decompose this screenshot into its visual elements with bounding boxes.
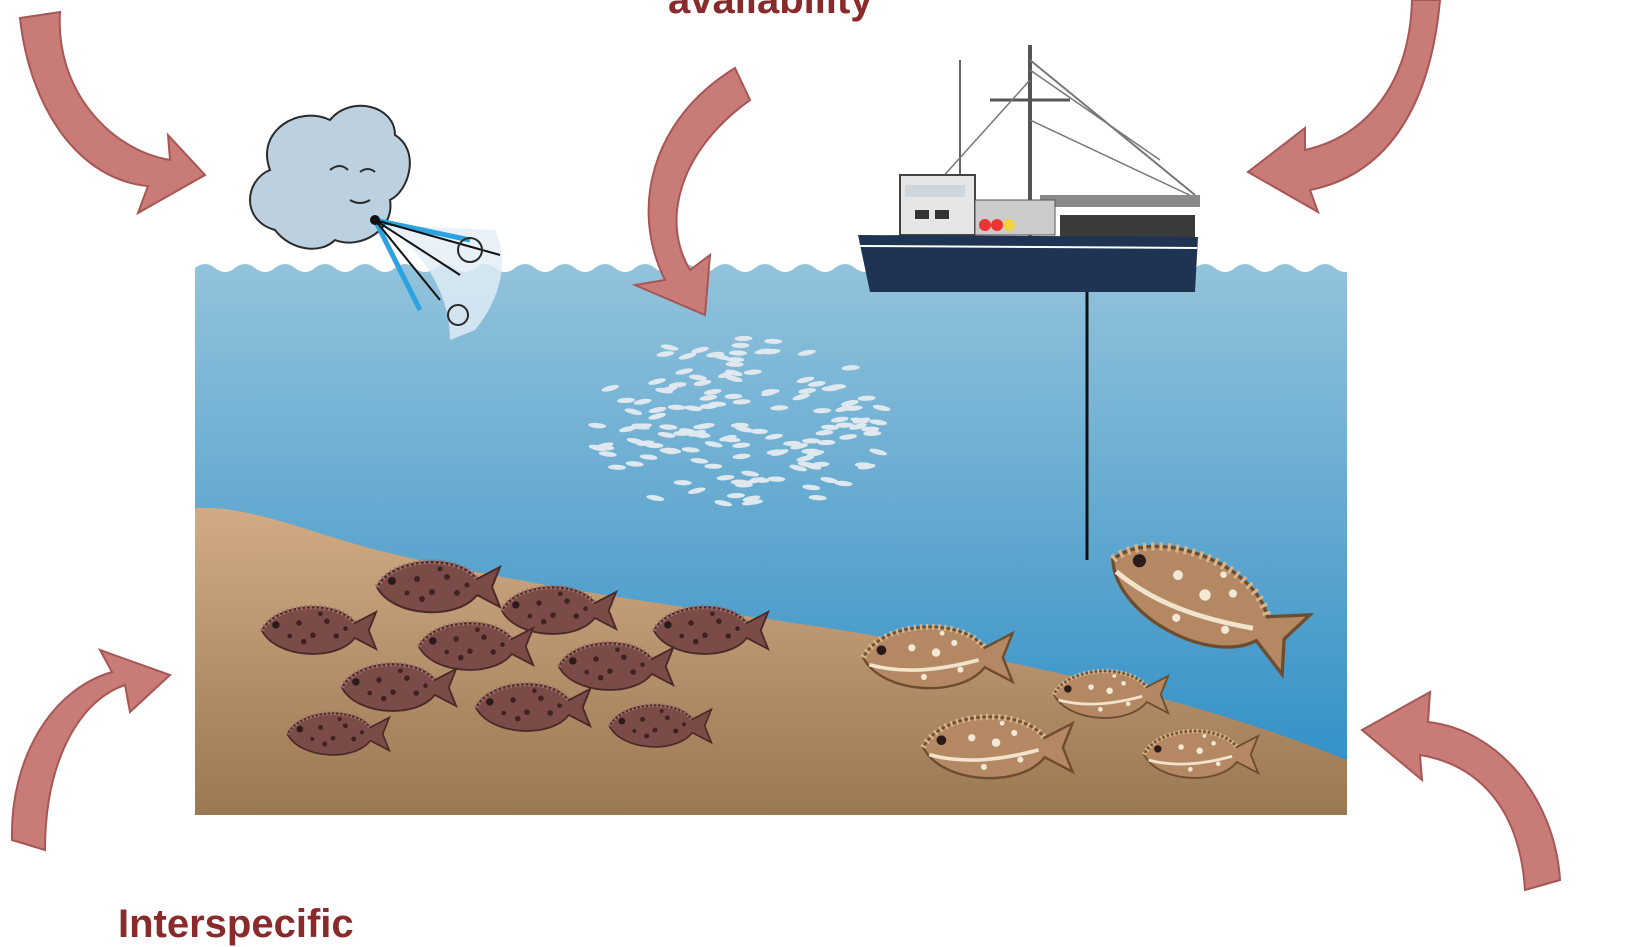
forage-fish <box>802 438 820 443</box>
fishing-boat-icon <box>858 45 1200 292</box>
arrow-bottom-left <box>12 650 170 850</box>
label-availability: availability <box>668 0 873 23</box>
arrow-top-right <box>1248 0 1440 212</box>
label-interspecific: Interspecific <box>118 902 354 947</box>
forage-fish <box>731 343 749 348</box>
arrow-top-left <box>20 12 205 213</box>
arrow-bottom-right <box>1362 692 1560 890</box>
